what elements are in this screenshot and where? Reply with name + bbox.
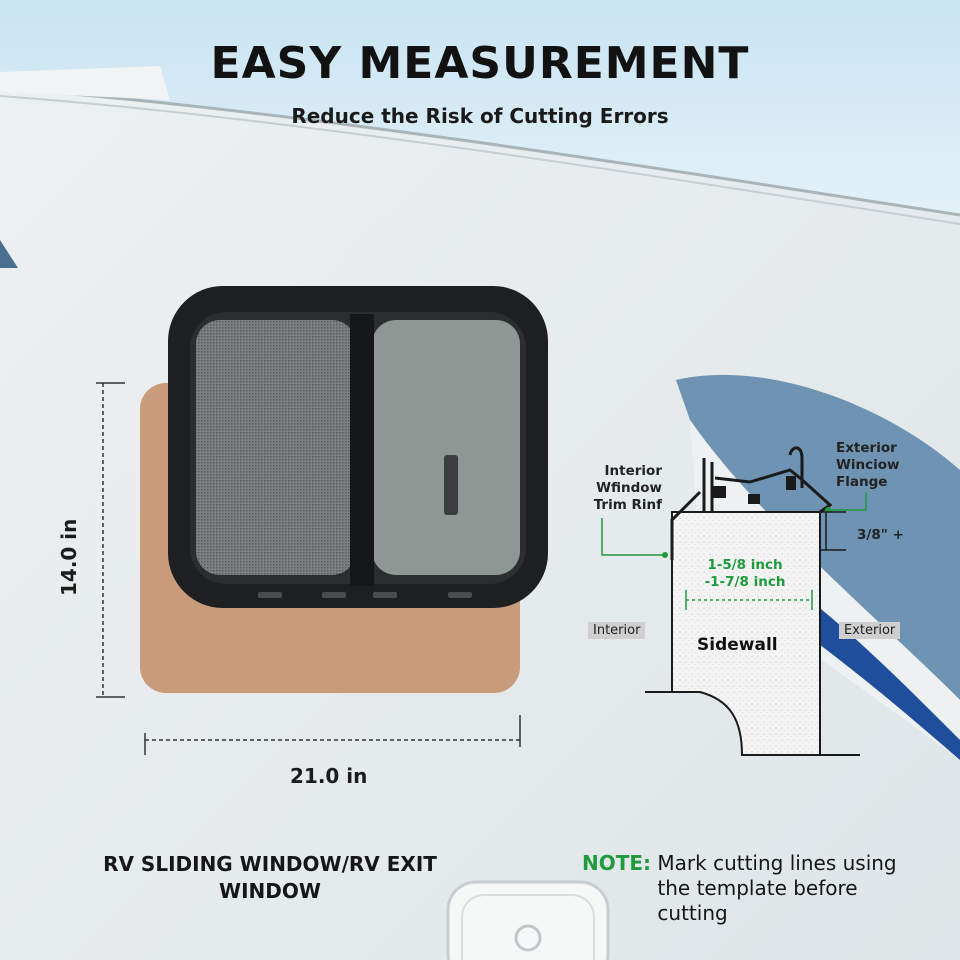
height-dimension: 14.0 in [57,518,97,638]
interior-tag: Interior [588,622,646,639]
note-text: Mark cutting lines using the template be… [657,851,897,925]
exterior-tag: Exterior [839,622,901,639]
sidewall-label: Sidewall [697,635,778,655]
wall-thickness-min: 1-5/8 inch [707,557,783,573]
note-block: NOTE: Mark cutting lines using the templ… [582,851,942,926]
page-subtitle: Reduce the Risk of Cutting Errors [291,104,669,128]
exterior-flange-label: Exterior Winciow Flange [836,440,900,490]
page-title: EASY MEASUREMENT [210,38,750,89]
wall-thickness-max: -1-7/8 inch [704,574,786,590]
flange-depth-label: 3/8" + [857,527,904,543]
product-name: RV SLIDING WINDOW/RV EXIT WINDOW [103,852,437,903]
note-keyword: NOTE: [582,851,652,875]
interior-trim-label: Interior Wfindow Trim Rinf [593,463,662,513]
width-label: 21.0 in [290,764,368,788]
height-label: 14.0 in [57,518,81,596]
wall-thickness-label: 1-5/8 inch -1-7/8 inch [690,557,800,591]
